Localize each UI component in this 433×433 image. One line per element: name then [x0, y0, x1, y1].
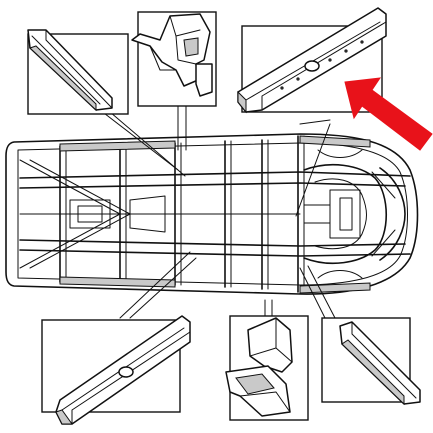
highlight-arrow [344, 77, 433, 151]
left-rear-rail-inset [41, 315, 191, 425]
vehicle-underbody [5, 133, 419, 295]
rear-bracket-inset [225, 315, 309, 421]
front-bracket-inset [131, 11, 217, 107]
leader-lines [99, 103, 336, 319]
right-rear-rail-inset [321, 317, 421, 406]
left-front-rail-inset [27, 29, 129, 115]
rail-hole-markers [280, 40, 364, 90]
